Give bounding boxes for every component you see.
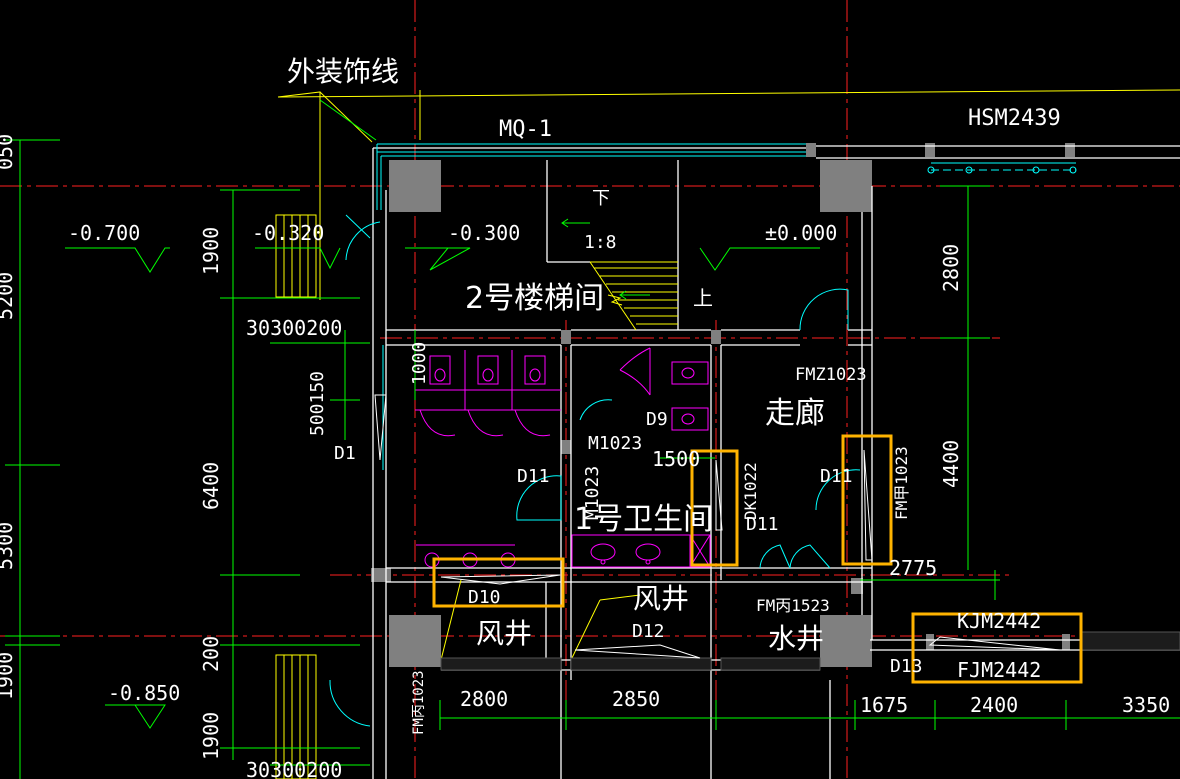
stair-down-label: 下 xyxy=(592,188,610,209)
level-label: -0.700 xyxy=(68,221,140,245)
dim-label: 2850 xyxy=(612,687,660,711)
door-code: FM丙1523 xyxy=(756,596,830,615)
dim-label: 30300200 xyxy=(246,758,342,779)
dimension-lines xyxy=(5,99,1180,779)
door-code: FJM2442 xyxy=(957,658,1041,682)
dim-label: 200 xyxy=(199,636,223,672)
level-label: ±0.000 xyxy=(765,221,837,245)
exterior-decor-line-label: 外装饰线 xyxy=(287,55,399,88)
dim-label: 2800 xyxy=(460,687,508,711)
door-code: D1 xyxy=(334,443,356,464)
toilet-label: 1号卫生间 xyxy=(574,502,713,537)
dim-label: 2800 xyxy=(939,244,963,292)
door-code: FMZ1023 xyxy=(795,365,867,385)
dim-label: 3350 xyxy=(1122,693,1170,717)
air-shaft-label-2: 风井 xyxy=(633,582,689,615)
highlight-kjm[interactable] xyxy=(911,612,1083,684)
shop-door-label: HSM2439 xyxy=(968,106,1061,131)
door-code: D12 xyxy=(632,621,665,642)
highlight-fm-right[interactable] xyxy=(841,434,893,566)
dim-label: 1675 xyxy=(860,693,908,717)
dim-label: 1900 xyxy=(0,652,17,700)
door-code: D11 xyxy=(746,514,779,535)
dim-label: 5200 xyxy=(0,272,17,320)
curtain-wall-label: MQ-1 xyxy=(499,117,552,142)
water-shaft-label: 水井 xyxy=(768,622,824,655)
air-shaft-label-1: 风井 xyxy=(476,617,532,650)
door-code: D9 xyxy=(646,409,668,430)
highlight-d10[interactable] xyxy=(432,557,565,608)
dim-label: 2775 xyxy=(889,556,937,580)
door-code: D13 xyxy=(890,656,923,677)
dim-label: 1500 xyxy=(652,447,700,471)
stairs xyxy=(275,89,1180,779)
dim-label: 5300 xyxy=(0,522,17,570)
level-label: -0.320 xyxy=(252,221,324,245)
stair-up-label: 上 xyxy=(693,286,713,310)
dim-label: 30300200 xyxy=(246,316,342,340)
highlight-dk1022[interactable] xyxy=(690,449,739,567)
corridor-label: 走廊 xyxy=(765,396,825,431)
door-code: M1023 xyxy=(588,433,642,454)
dim-label: 050 xyxy=(0,134,17,170)
shaft-hatch xyxy=(440,631,1180,671)
dim-label: 1900 xyxy=(199,227,223,275)
level-label: -0.300 xyxy=(448,221,520,245)
stair-room-label: 2号楼梯间 xyxy=(465,281,604,316)
door-code: DK1022 xyxy=(741,462,760,520)
door-code: D11 xyxy=(820,466,853,487)
door-code: D10 xyxy=(468,587,501,608)
door-leaves xyxy=(374,394,1061,659)
dim-label: 1900 xyxy=(199,712,223,760)
door-code: FM丙1023 xyxy=(411,670,427,735)
door-code: D11 xyxy=(517,466,550,487)
stair-ratio-label: 1:8 xyxy=(584,232,617,253)
dim-label: 2400 xyxy=(970,693,1018,717)
door-code: KJM2442 xyxy=(957,609,1041,633)
windows xyxy=(329,143,1077,727)
toilet-fixtures xyxy=(415,347,711,568)
dim-label: 6400 xyxy=(199,462,223,510)
dim-label: 500150 xyxy=(307,371,328,436)
level-label: -0.850 xyxy=(108,681,180,705)
door-code: FM甲1023 xyxy=(892,446,911,520)
highlight-boxes xyxy=(432,434,1083,684)
dim-label: 4400 xyxy=(939,440,963,488)
dim-label: 1000 xyxy=(409,342,430,385)
door-code: M1023 xyxy=(582,466,603,520)
